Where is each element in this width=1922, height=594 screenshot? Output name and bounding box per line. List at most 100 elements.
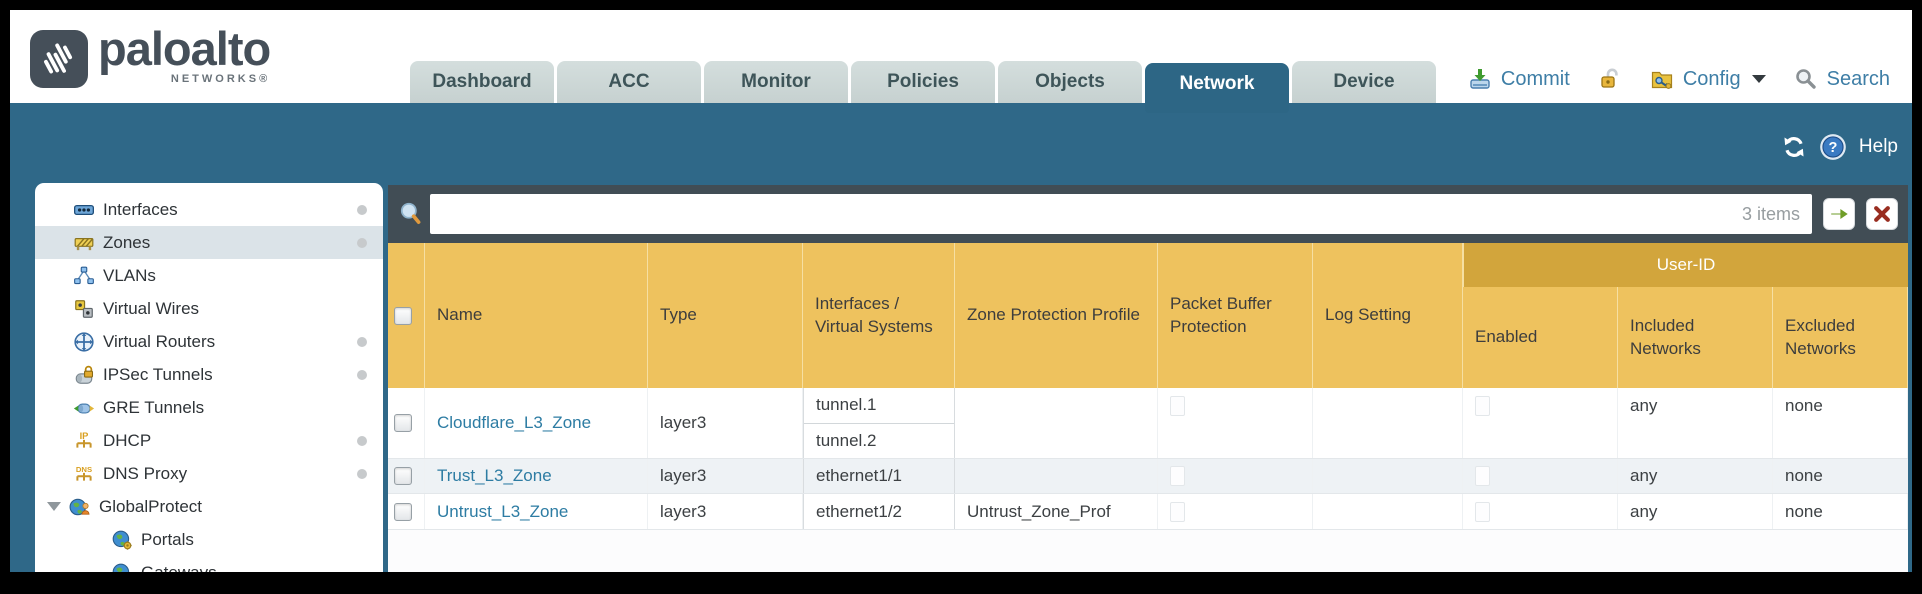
help-toolbar: ? Help bbox=[1781, 133, 1898, 161]
commit-icon[interactable] bbox=[1468, 67, 1492, 91]
tab-dashboard[interactable]: Dashboard bbox=[410, 61, 554, 103]
zone-protection-profile-cell bbox=[955, 388, 1158, 458]
filter-input[interactable] bbox=[430, 194, 1812, 234]
top-action-bar: Commit Config Search bbox=[1468, 67, 1890, 91]
sidebar-item-vlans[interactable]: VLANs bbox=[35, 259, 383, 292]
interface-subcell: ethernet1/2 bbox=[816, 501, 903, 521]
svg-text:DNS: DNS bbox=[76, 464, 92, 473]
row-checkbox[interactable] bbox=[394, 502, 412, 521]
help-icon[interactable]: ? bbox=[1819, 133, 1847, 161]
zone-name-link[interactable]: Untrust_L3_Zone bbox=[437, 501, 569, 521]
sidebar-item-interfaces[interactable]: Interfaces bbox=[35, 193, 383, 226]
sidebar-item-dns-proxy[interactable]: DNS DNS Proxy bbox=[35, 457, 383, 490]
zones-main-pane: 3 items bbox=[388, 185, 1908, 572]
waveform-icon bbox=[44, 43, 73, 74]
config-button[interactable]: Config bbox=[1682, 67, 1741, 90]
interface-subcell: ethernet1/1 bbox=[816, 466, 903, 485]
column-header-name[interactable]: Name bbox=[425, 243, 648, 388]
paloalto-logo-icon bbox=[30, 30, 88, 88]
search-icon[interactable] bbox=[1794, 67, 1818, 91]
column-header-packet-buffer-protection[interactable]: Packet Buffer Protection bbox=[1158, 243, 1313, 388]
commit-button[interactable]: Commit bbox=[1500, 67, 1570, 90]
gre-tunnels-icon bbox=[73, 397, 95, 419]
status-dot bbox=[357, 369, 367, 380]
globalprotect-icon bbox=[69, 496, 91, 518]
packet-buffer-protection-checkbox[interactable] bbox=[1170, 466, 1185, 486]
sidebar-item-gateways[interactable]: Gateways bbox=[35, 556, 383, 572]
refresh-icon[interactable] bbox=[1781, 134, 1807, 160]
packet-buffer-protection-checkbox[interactable] bbox=[1170, 396, 1185, 416]
dhcp-icon: IP bbox=[73, 430, 95, 452]
vlans-icon bbox=[73, 265, 95, 287]
svg-text:?: ? bbox=[1828, 140, 1837, 156]
zone-protection-profile-cell bbox=[955, 459, 1158, 493]
search-button[interactable]: Search bbox=[1826, 67, 1890, 90]
expander-triangle-icon[interactable] bbox=[47, 502, 61, 511]
config-caret-icon[interactable] bbox=[1751, 75, 1766, 83]
excluded-networks-cell: none bbox=[1773, 388, 1908, 458]
tab-monitor[interactable]: Monitor bbox=[704, 61, 848, 103]
tab-network[interactable]: Network bbox=[1145, 63, 1289, 113]
status-dot bbox=[357, 468, 367, 479]
status-dot bbox=[357, 204, 367, 215]
column-header-enabled[interactable]: Enabled bbox=[1463, 287, 1618, 388]
user-id-group-header: User-ID bbox=[1463, 243, 1908, 287]
sidebar-item-portals[interactable]: Portals bbox=[35, 523, 383, 556]
zone-name-link[interactable]: Trust_L3_Zone bbox=[437, 466, 552, 485]
log-setting-cell bbox=[1313, 494, 1463, 529]
filter-bar: 3 items bbox=[388, 185, 1908, 243]
interfaces-cell: ethernet1/1 bbox=[803, 459, 955, 493]
sidebar-item-globalprotect[interactable]: GlobalProtect bbox=[35, 490, 383, 523]
network-sidebar: Interfaces Zones VLANs Vir bbox=[35, 183, 383, 572]
interface-subcell: tunnel.1 bbox=[804, 388, 954, 424]
config-icon[interactable] bbox=[1650, 67, 1674, 91]
row-checkbox[interactable] bbox=[394, 414, 412, 432]
column-header-interfaces[interactable]: Interfaces / Virtual Systems bbox=[803, 243, 955, 388]
column-header-log-setting[interactable]: Log Setting bbox=[1313, 243, 1463, 388]
red-x-icon bbox=[1874, 206, 1890, 222]
sidebar-item-gre-tunnels[interactable]: GRE Tunnels bbox=[35, 391, 383, 424]
table-row: Untrust_L3_Zone layer3 ethernet1/2 Untru… bbox=[388, 494, 1908, 530]
column-header-zone-protection-profile[interactable]: Zone Protection Profile bbox=[955, 243, 1158, 388]
tab-acc[interactable]: ACC bbox=[557, 61, 701, 103]
lock-open-icon[interactable] bbox=[1598, 67, 1622, 91]
column-header-excluded-networks[interactable]: Excluded Networks bbox=[1773, 287, 1908, 388]
apply-filter-button[interactable] bbox=[1823, 198, 1855, 230]
portals-icon bbox=[111, 529, 133, 551]
zone-name-link[interactable]: Cloudflare_L3_Zone bbox=[437, 413, 592, 432]
interface-subcell: tunnel.2 bbox=[816, 430, 877, 450]
select-all-checkbox[interactable] bbox=[394, 306, 412, 325]
virtual-wires-icon bbox=[73, 298, 95, 320]
included-networks-cell: any bbox=[1618, 459, 1773, 493]
user-id-enabled-checkbox[interactable] bbox=[1475, 501, 1490, 522]
row-checkbox[interactable] bbox=[394, 467, 412, 485]
log-setting-cell bbox=[1313, 459, 1463, 493]
sidebar-item-virtual-routers[interactable]: Virtual Routers bbox=[35, 325, 383, 358]
user-id-enabled-checkbox[interactable] bbox=[1475, 466, 1490, 486]
sidebar-item-ipsec-tunnels[interactable]: IPSec Tunnels bbox=[35, 358, 383, 391]
svg-text:IP: IP bbox=[80, 430, 89, 440]
sidebar-item-zones[interactable]: Zones bbox=[35, 226, 383, 259]
tab-policies[interactable]: Policies bbox=[851, 61, 995, 103]
packet-buffer-protection-checkbox[interactable] bbox=[1170, 501, 1185, 522]
sidebar-item-virtual-wires[interactable]: Virtual Wires bbox=[35, 292, 383, 325]
zones-table-header: Name Type Interfaces / Virtual Systems Z… bbox=[388, 243, 1908, 388]
column-header-included-networks[interactable]: Included Networks bbox=[1618, 287, 1773, 388]
filter-search-icon[interactable] bbox=[398, 201, 424, 227]
tab-objects[interactable]: Objects bbox=[998, 61, 1142, 103]
interfaces-icon bbox=[73, 199, 95, 221]
help-label[interactable]: Help bbox=[1858, 136, 1898, 157]
app-window: paloalto NETWORKS® Dashboard ACC Monitor… bbox=[10, 10, 1912, 572]
interfaces-cell: ethernet1/2 bbox=[803, 494, 955, 529]
zones-icon bbox=[73, 232, 95, 254]
items-count-label: 3 items bbox=[1741, 204, 1800, 224]
tab-device[interactable]: Device bbox=[1292, 61, 1436, 103]
dns-proxy-icon: DNS bbox=[73, 463, 95, 485]
interfaces-cell: tunnel.1 tunnel.2 bbox=[803, 388, 955, 458]
user-id-enabled-checkbox[interactable] bbox=[1475, 396, 1490, 416]
green-arrow-icon bbox=[1831, 208, 1848, 220]
sidebar-item-dhcp[interactable]: IP DHCP bbox=[35, 424, 383, 457]
clear-filter-button[interactable] bbox=[1866, 198, 1898, 230]
column-header-type[interactable]: Type bbox=[648, 243, 803, 388]
